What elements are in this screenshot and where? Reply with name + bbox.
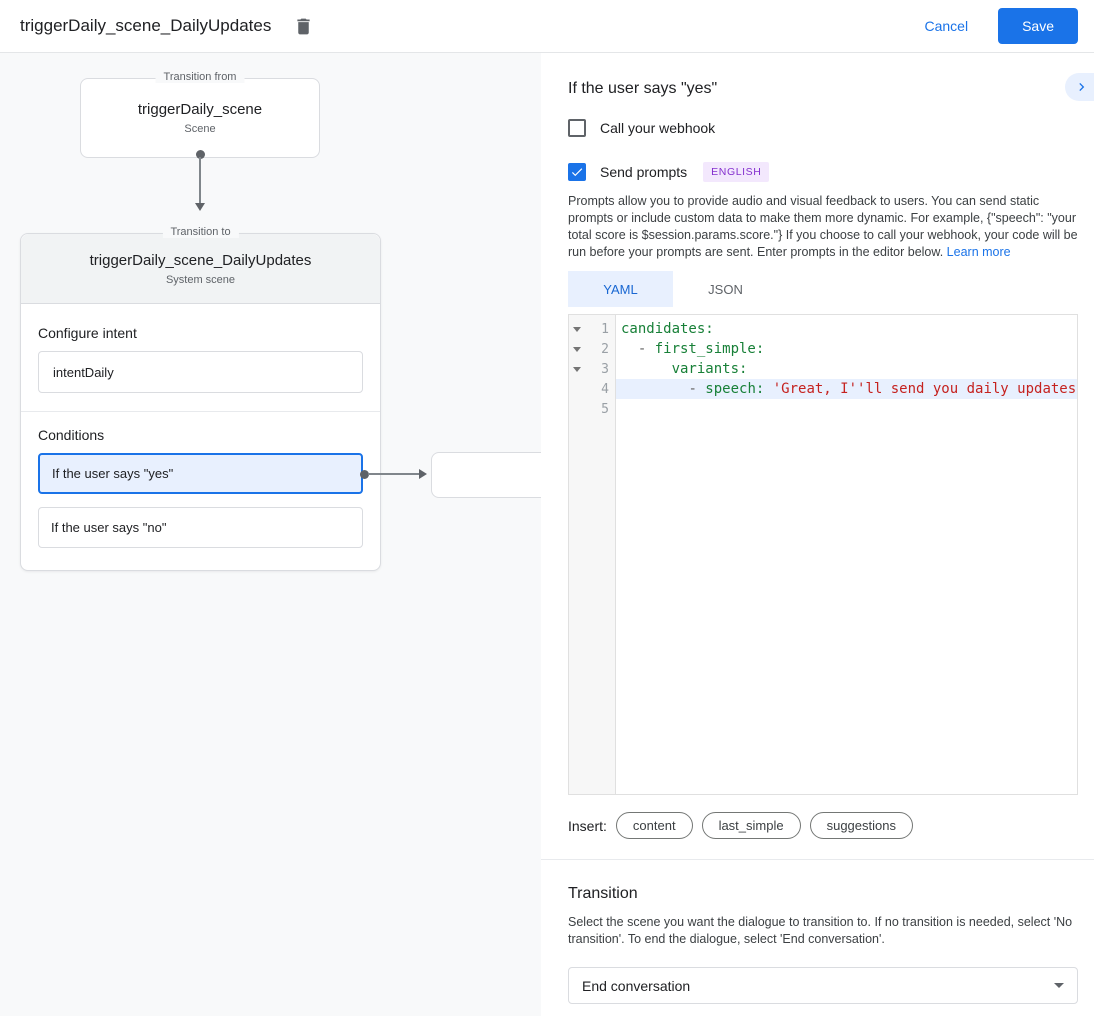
code-segment-key: variants (671, 361, 740, 377)
transition-to-card: Transition to triggerDaily_scene_DailyUp… (20, 226, 381, 571)
transition-to-frame-label: Transition to (162, 226, 239, 238)
condition-item[interactable]: If the user says "yes" (38, 453, 363, 494)
intent-field[interactable]: intentDaily (38, 351, 363, 393)
gutter-row: 5 (569, 399, 615, 419)
send-prompts-label: Send prompts (600, 164, 688, 180)
page-title: triggerDaily_scene_DailyUpdates (20, 16, 272, 35)
webhook-row: Call your webhook (568, 119, 1078, 137)
insert-label: Insert: (568, 817, 607, 834)
code-segment-key: speech (705, 381, 756, 397)
line-number: 1 (601, 321, 609, 337)
insert-chips: content last_simple suggestions (607, 812, 913, 839)
configure-intent-label: Configure intent (38, 325, 137, 341)
prompts-description-text: Prompts allow you to provide audio and v… (568, 194, 1078, 259)
header-actions: Cancel Save (924, 8, 1078, 44)
insert-row: Insert: content last_simple suggestions (568, 812, 1078, 839)
collapse-panel-button[interactable] (1065, 73, 1094, 101)
dropdown-arrow-icon (1054, 983, 1064, 988)
insert-chip-last_simple[interactable]: last_simple (701, 812, 801, 839)
transition-section-title: Transition (568, 885, 638, 902)
webhook-checkbox[interactable] (568, 119, 586, 137)
condition-panel-title: If the user says "yes" (568, 80, 718, 97)
code-line[interactable]: variants: (616, 359, 1077, 379)
gutter-row: 1 (569, 319, 615, 339)
transition-from-frame-label: Transition from (155, 71, 245, 83)
code-line[interactable] (616, 399, 1077, 419)
code-segment-key: candidates (621, 321, 706, 337)
line-number: 3 (601, 361, 609, 377)
fold-arrow-icon[interactable] (569, 366, 585, 372)
panel-divider (541, 859, 1094, 860)
code-line[interactable]: candidates: (616, 319, 1077, 339)
arrow-down-icon (195, 203, 205, 211)
code-segment-key: first_simple (654, 341, 756, 357)
gutter-row: 2 (569, 339, 615, 359)
transition-description: Select the scene you want the dialogue t… (568, 915, 1073, 946)
language-badge: ENGLISH (703, 162, 770, 182)
line-number: 5 (601, 401, 609, 417)
code-segment-string: 'Great, I''ll send you daily updates. (772, 381, 1077, 397)
code-line[interactable]: - first_simple: (616, 339, 1077, 359)
connector-line-horizontal (368, 473, 419, 475)
send-prompts-checkbox[interactable] (568, 163, 586, 181)
gutter-row: 3 (569, 359, 615, 379)
editor-tabs: YAML JSON (568, 271, 1078, 307)
code-segment-key: : (755, 341, 765, 357)
to-scene-title: triggerDaily_scene_DailyUpdates (89, 251, 312, 269)
connector-line-vertical (199, 157, 201, 203)
code-segment-key: : (739, 361, 748, 377)
transition-select-value: End conversation (582, 977, 691, 994)
transition-from-node[interactable]: Transition from triggerDaily_scene Scene (80, 71, 320, 158)
to-scene-header: triggerDaily_scene_DailyUpdates System s… (21, 234, 380, 304)
connector-dot (360, 470, 369, 479)
arrow-right-icon (419, 469, 427, 479)
prompt-code-editor[interactable]: 1 2 3 4 5 candidates: - first_simple: varian… (568, 314, 1078, 795)
condition-item[interactable]: If the user says "no" (38, 507, 363, 548)
transition-select[interactable]: End conversation (568, 967, 1078, 1004)
save-button[interactable]: Save (998, 8, 1078, 44)
code-line[interactable]: - speech: 'Great, I''ll send you daily u… (616, 379, 1077, 399)
to-scene-subtitle: System scene (165, 273, 236, 286)
delete-scene-button[interactable] (287, 10, 319, 42)
conditions-list: If the user says "yes" If the user says "… (38, 453, 363, 548)
from-scene-subtitle: Scene (184, 123, 216, 135)
editor-code-area[interactable]: candidates: - first_simple: variants: - … (616, 315, 1077, 794)
trash-icon (297, 18, 310, 34)
webhook-label: Call your webhook (600, 120, 716, 136)
next-node-placeholder[interactable] (431, 452, 541, 498)
code-segment-dash: - (637, 341, 655, 357)
fold-arrow-icon[interactable] (569, 346, 585, 352)
chevron-right-icon (1078, 83, 1084, 91)
tab-json[interactable]: JSON (708, 281, 743, 297)
send-prompts-row: Send prompts ENGLISH (568, 162, 1078, 182)
line-number: 4 (601, 381, 609, 397)
card-divider (21, 411, 380, 412)
code-segment-plain (621, 381, 688, 397)
gutter-row: 4 (569, 379, 615, 399)
insert-chip-content[interactable]: content (615, 812, 693, 839)
check-icon (571, 168, 583, 177)
condition-detail-panel: If the user says "yes" Call your webhook… (541, 53, 1094, 1016)
code-segment-plain (621, 361, 672, 377)
code-segment-dash: - (688, 381, 706, 397)
app-header: triggerDaily_scene_DailyUpdates Cancel S… (0, 0, 1094, 53)
conditions-label: Conditions (38, 427, 105, 443)
from-scene-title: triggerDaily_scene (137, 101, 263, 118)
editor-gutter: 1 2 3 4 5 (569, 315, 616, 794)
flow-canvas: Transition from triggerDaily_scene Scene… (0, 53, 541, 1016)
cancel-button[interactable]: Cancel (924, 18, 969, 34)
line-number: 2 (601, 341, 609, 357)
to-scene-body: Configure intent intentDaily Conditions … (21, 325, 380, 548)
learn-more-link[interactable]: Learn more (946, 245, 1011, 259)
code-segment-key: : (755, 381, 773, 397)
tab-yaml[interactable]: YAML (568, 271, 673, 307)
code-segment-key: : (705, 321, 714, 337)
insert-chip-suggestions[interactable]: suggestions (809, 812, 913, 839)
prompts-description: Prompts allow you to provide audio and v… (568, 193, 1078, 261)
connector-dot (196, 150, 205, 159)
code-segment-plain (621, 341, 638, 357)
fold-arrow-icon[interactable] (569, 326, 585, 332)
